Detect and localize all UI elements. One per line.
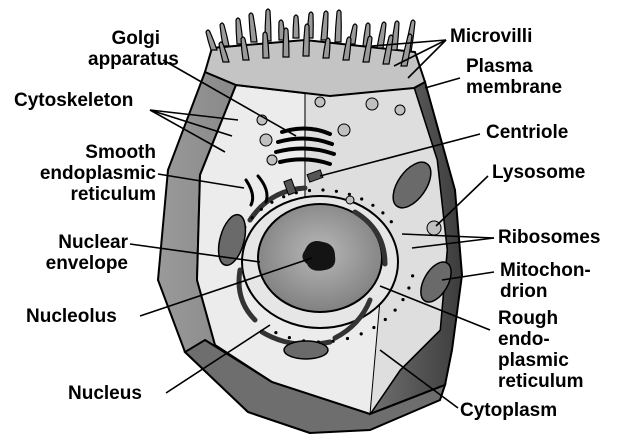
mitochondrion-4 — [283, 340, 329, 360]
microvillus — [240, 36, 250, 61]
nucleus-group — [241, 195, 399, 329]
leader-lines — [129, 39, 495, 409]
ribosome-dot — [383, 317, 387, 322]
ribosome-dot — [331, 339, 335, 343]
ribosome-dot — [411, 274, 415, 278]
label-lysosome: Lysosome — [492, 162, 586, 183]
label-microvilli: Microvilli — [450, 26, 533, 47]
label-nucleolus: Nucleolus — [26, 306, 117, 327]
smooth-er — [244, 174, 269, 207]
microvillus — [400, 33, 413, 67]
ribosome-dot — [307, 188, 312, 193]
ribosome-dot — [347, 192, 351, 196]
label-nucleus: Nucleus — [68, 383, 142, 404]
microvillus — [342, 36, 352, 61]
ribosome-dot — [372, 325, 376, 330]
ribosome-dot — [393, 308, 397, 312]
ribosome-dot — [274, 331, 278, 335]
microvillus — [248, 12, 258, 43]
ribosome-dot — [407, 286, 411, 290]
microvillus — [320, 10, 329, 41]
mitochondrion-1 — [392, 161, 432, 209]
ribosome-dot — [270, 200, 274, 204]
ribosome-dot — [389, 220, 393, 224]
ribosome-dot — [259, 207, 263, 211]
ribosome-dot — [381, 211, 385, 215]
label-centriole: Centriole — [486, 122, 569, 143]
microvillus — [219, 22, 230, 47]
microvillus — [334, 9, 342, 43]
microvillus — [376, 21, 387, 49]
ribosome-dot — [282, 195, 286, 199]
label-mitochondrion: Mitochon-drion — [500, 260, 591, 302]
microvillus — [302, 23, 310, 57]
ribosome-dot — [359, 332, 363, 336]
microvillus — [282, 27, 290, 58]
microvillus — [292, 14, 300, 39]
ribosome-dot — [345, 336, 350, 341]
mitochondrion-3 — [420, 261, 452, 303]
ribosome-dot — [334, 189, 338, 193]
label-ribosomes: Ribosomes — [498, 227, 601, 248]
ribosome-dot — [321, 188, 325, 192]
mitochondrion-2 — [217, 213, 247, 267]
label-cytoskeleton: Cytoskeleton — [14, 90, 134, 111]
microvillus — [218, 41, 230, 63]
mitochondria — [217, 161, 452, 360]
ribosome-dot — [287, 336, 291, 340]
label-cytoplasm: Cytoplasm — [460, 400, 558, 421]
centriole — [283, 169, 324, 196]
ribosome-dot — [371, 203, 375, 207]
microvillus — [322, 37, 331, 59]
microvilli — [205, 8, 416, 67]
microvillus — [262, 31, 270, 59]
ribosome-dot — [401, 298, 405, 302]
nucleolus-shape — [302, 241, 336, 271]
ribosome-dot — [250, 216, 254, 220]
microvillus — [382, 34, 394, 65]
microvillus — [205, 29, 218, 51]
ribosome-dot — [360, 197, 364, 201]
microvillus — [362, 35, 373, 63]
